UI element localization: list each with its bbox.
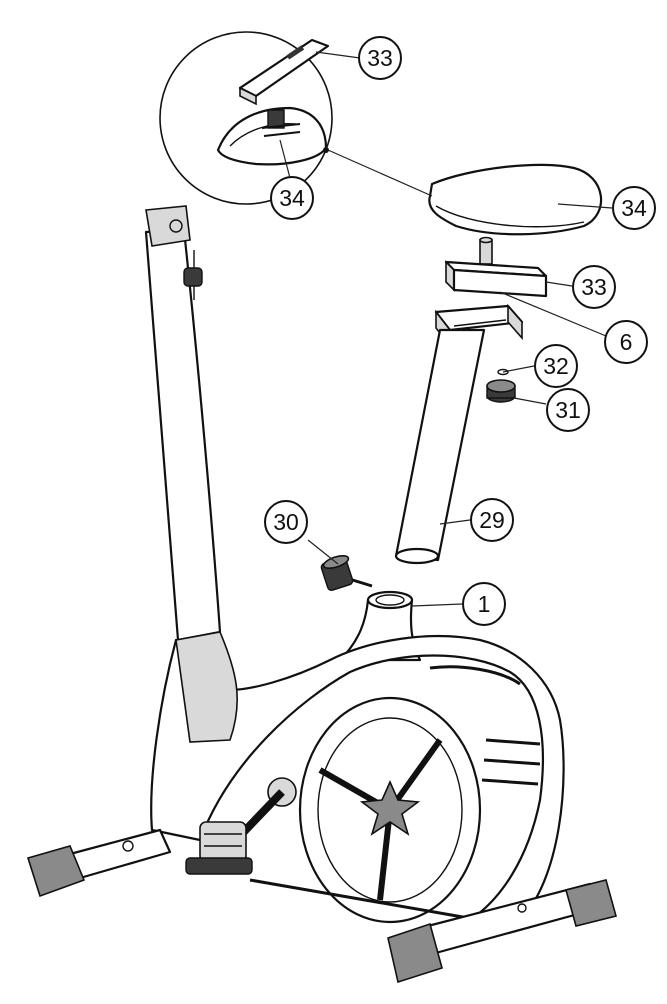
seat-post [394,328,486,565]
callout-33-detail-text: 33 [367,45,393,71]
callout-33-detail: 33 [358,36,402,80]
callout-30: 30 [264,500,308,544]
callout-1: 1 [462,582,506,626]
callout-32-text: 32 [543,353,569,379]
callout-6-text: 6 [620,329,633,355]
leader-lines [279,51,613,607]
callout-1-text: 1 [478,591,491,617]
main-frame [150,590,565,924]
callout-30-text: 30 [273,509,299,535]
adjustment-knob-small [486,379,516,403]
front-stabilizer [26,828,172,898]
handlebar-stem [144,205,222,642]
callout-34-saddle: 34 [612,186,656,230]
saddle [428,163,603,236]
rear-stabilizer [249,878,617,984]
callout-32: 32 [534,344,578,388]
callout-34-detail-text: 34 [279,185,305,211]
callout-34-detail: 34 [270,176,314,220]
detail-inset [159,31,333,205]
adjustment-knob-large [320,554,373,591]
callout-29-text: 29 [479,507,505,533]
washer [497,368,509,376]
callout-34-saddle-text: 34 [621,195,647,221]
seat-post-top [434,303,524,349]
callout-31-text: 31 [555,397,581,423]
callout-33-slider: 33 [572,265,616,309]
saddle-slider [444,236,548,298]
callout-31: 31 [546,388,590,432]
callout-29: 29 [470,498,514,542]
callout-6: 6 [604,320,648,364]
callout-33-slider-text: 33 [581,274,607,300]
